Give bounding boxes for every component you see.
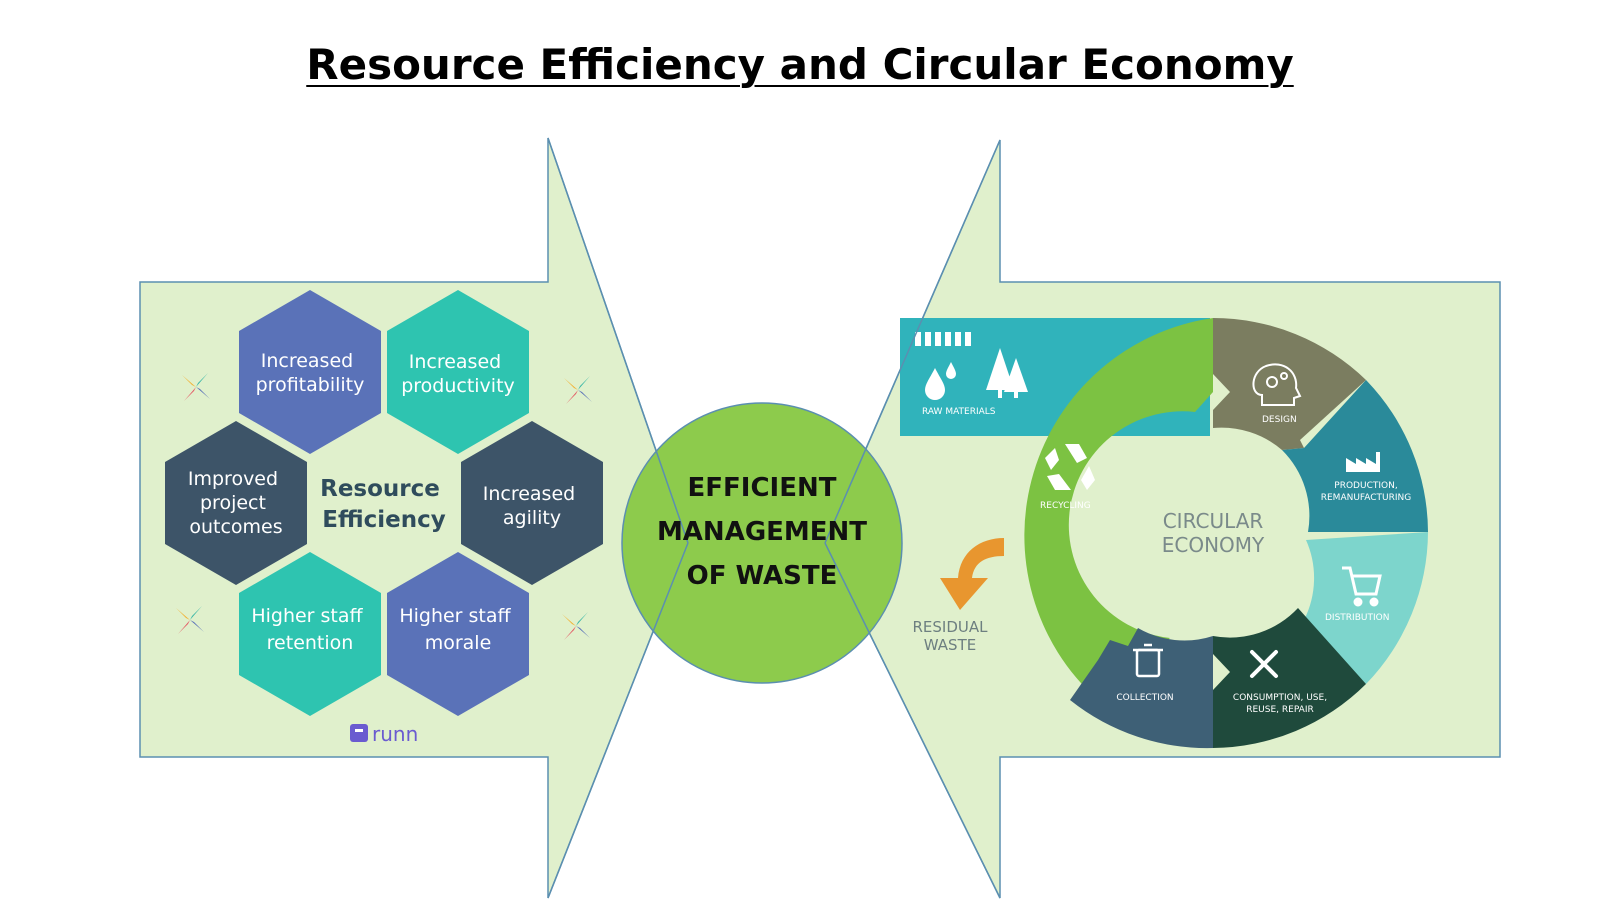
- circular-economy-label-line2: ECONOMY: [1162, 533, 1265, 557]
- consumption-label-line1: CONSUMPTION, USE,: [1233, 693, 1327, 703]
- production-label-line1: PRODUCTION,: [1334, 481, 1397, 491]
- svg-text:Improved project: Improved project outcomes: [188, 468, 284, 538]
- hex-higher-staff-morale: Higher staff morale: [387, 552, 529, 716]
- collection-label: COLLECTION: [1116, 693, 1173, 703]
- head-gears-icon: [1252, 363, 1302, 406]
- design-segment: [1213, 318, 1366, 450]
- factory-icon: [1346, 452, 1380, 472]
- distribution-label: DISTRIBUTION: [1325, 613, 1389, 623]
- svg-text:Increased agility: Increased agility: [483, 483, 582, 529]
- circular-economy-panel: RAW MATERIALS RECYCLING DESIGN PRODUCTIO…: [900, 318, 1428, 749]
- tools-icon: [1250, 650, 1278, 678]
- hex-higher-staff-retention: Higher staff retention: [239, 552, 381, 716]
- hex-label-line1: Increased: [483, 483, 575, 505]
- hex-label-line1: Higher staff: [399, 605, 511, 627]
- svg-text:Higher staff morale: Higher staff morale: [399, 605, 516, 654]
- hex-label-line2: retention: [267, 632, 354, 654]
- runn-logo: runn: [350, 722, 418, 746]
- production-label-line2: REMANUFACTURING: [1321, 493, 1412, 503]
- hex-label-line2: agility: [503, 507, 561, 529]
- circle-label-line2: MANAGEMENT: [657, 517, 867, 547]
- consumption-segment: [1213, 608, 1366, 748]
- arrow-edge-line: [824, 542, 1001, 899]
- water-drop-icon: [925, 362, 956, 400]
- hex-increased-profitability: Increased profitability: [239, 290, 381, 454]
- pinwheel-icon: [564, 376, 592, 404]
- center-label-line2: Efficiency: [322, 507, 445, 533]
- circle-label-line1: EFFICIENT: [688, 473, 837, 503]
- raw-materials-label: RAW MATERIALS: [922, 407, 996, 417]
- recycling-label: RECYCLING: [1040, 501, 1091, 511]
- pinwheel-icon: [182, 373, 210, 401]
- hex-label-line1: Increased: [261, 350, 353, 372]
- production-segment: [1282, 380, 1428, 532]
- pinwheel-icon: [562, 612, 590, 640]
- circular-economy-label-line1: CIRCULAR: [1163, 509, 1264, 533]
- collection-segment: [1070, 628, 1213, 749]
- hex-increased-agility: Increased agility: [461, 421, 603, 585]
- arrow-edge-line: [824, 139, 1001, 544]
- hex-label-line2: project: [200, 492, 266, 514]
- trees-icon: [986, 348, 1028, 398]
- svg-text:Increased productivity: Increased productivity: [401, 351, 515, 397]
- hex-resource-efficiency-center: Resource Efficiency: [313, 421, 455, 585]
- hex-label-line2: profitability: [256, 374, 365, 396]
- hex-label-line1: Improved: [188, 468, 278, 490]
- hex-label-line1: Increased: [409, 351, 501, 373]
- cart-icon: [1342, 566, 1382, 607]
- crops-icon: [915, 332, 971, 346]
- residual-waste-label-line2: WASTE: [924, 636, 976, 654]
- pinwheel-icon: [176, 606, 204, 634]
- residual-waste-label-line1: RESIDUAL: [913, 618, 989, 636]
- arrow-edge-line: [547, 137, 689, 544]
- center-label-line1: Resource: [320, 476, 440, 502]
- brand-label: runn: [372, 722, 418, 746]
- hex-label-line3: outcomes: [189, 516, 282, 538]
- page-title: Resource Efficiency and Circular Economy: [306, 40, 1294, 89]
- efficient-waste-circle: [621, 402, 903, 684]
- recycle-icon: [1045, 444, 1095, 490]
- residual-waste-arrow: [940, 538, 1004, 610]
- svg-text:Resource Efficiency: Resource Efficiency: [320, 476, 448, 533]
- arrow-edge-line: [547, 542, 689, 899]
- distribution-segment: [1304, 532, 1428, 684]
- svg-text:Increased profitabilit: Increased profitability: [256, 350, 365, 396]
- hex-label-line2: productivity: [401, 375, 515, 397]
- circular-economy-hub: [1120, 439, 1306, 625]
- hex-improved-project-outcomes: Improved project outcomes: [165, 421, 307, 585]
- hex-label-line2: morale: [425, 632, 492, 654]
- svg-text:Higher staff retention: Higher staff retention: [251, 605, 368, 654]
- design-label: DESIGN: [1262, 415, 1297, 425]
- hex-increased-productivity: Increased productivity: [387, 290, 529, 454]
- resource-efficiency-panel: Increased profitability Increased produc…: [165, 290, 603, 746]
- recycle-bin-icon: [1133, 643, 1163, 678]
- circle-label-line3: OF WASTE: [687, 561, 838, 591]
- hex-label-line1: Higher staff: [251, 605, 363, 627]
- consumption-label-line2: REUSE, REPAIR: [1246, 705, 1314, 715]
- recycling-segment: [1024, 318, 1213, 700]
